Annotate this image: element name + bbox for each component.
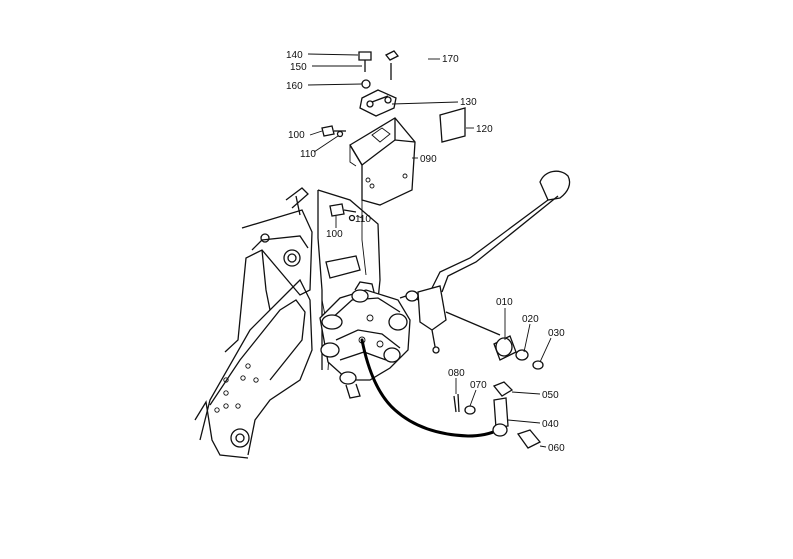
loader-arm-frame: [194, 187, 313, 459]
control-valve: [319, 281, 411, 399]
label-110-lower: 110: [355, 214, 371, 225]
part-labels: 140 150 160 170 130 120 100 110 090 110 …: [286, 50, 565, 454]
bushing-020: [515, 349, 529, 361]
plate-120: [439, 107, 466, 143]
label-030: 030: [548, 328, 565, 339]
control-cable: [360, 338, 500, 438]
label-100-upper: 100: [288, 130, 305, 141]
cover-bracket-090: [349, 117, 416, 276]
label-120: 120: [476, 124, 493, 135]
label-020: 020: [522, 314, 539, 325]
label-090: 090: [420, 154, 437, 165]
washer-160: [361, 79, 371, 89]
bolt-100-upper: [321, 125, 346, 138]
label-050: 050: [542, 390, 559, 401]
label-160: 160: [286, 81, 303, 92]
label-110-upper: 110: [300, 149, 316, 160]
bolt-140: [358, 51, 372, 72]
control-lever: [399, 170, 571, 354]
pin-060: [516, 429, 542, 449]
rod-end-040: [492, 397, 509, 437]
nut-050: [492, 381, 514, 397]
cap-part: [384, 50, 400, 61]
bolt-100-lower: [329, 203, 357, 222]
label-010: 010: [496, 297, 513, 308]
label-040: 040: [542, 419, 559, 430]
cotter-pin-080: [453, 393, 460, 413]
label-100-lower: 100: [326, 229, 343, 240]
label-060: 060: [548, 443, 565, 454]
leader-lines: [307, 53, 552, 448]
label-080: 080: [448, 368, 465, 379]
label-070: 070: [470, 380, 487, 391]
label-130: 130: [460, 97, 477, 108]
nut-030: [532, 360, 544, 370]
label-170: 170: [442, 54, 459, 65]
washer-070: [464, 405, 476, 415]
switch-130: [359, 89, 397, 117]
label-140: 140: [286, 50, 303, 61]
label-150: 150: [290, 62, 307, 73]
